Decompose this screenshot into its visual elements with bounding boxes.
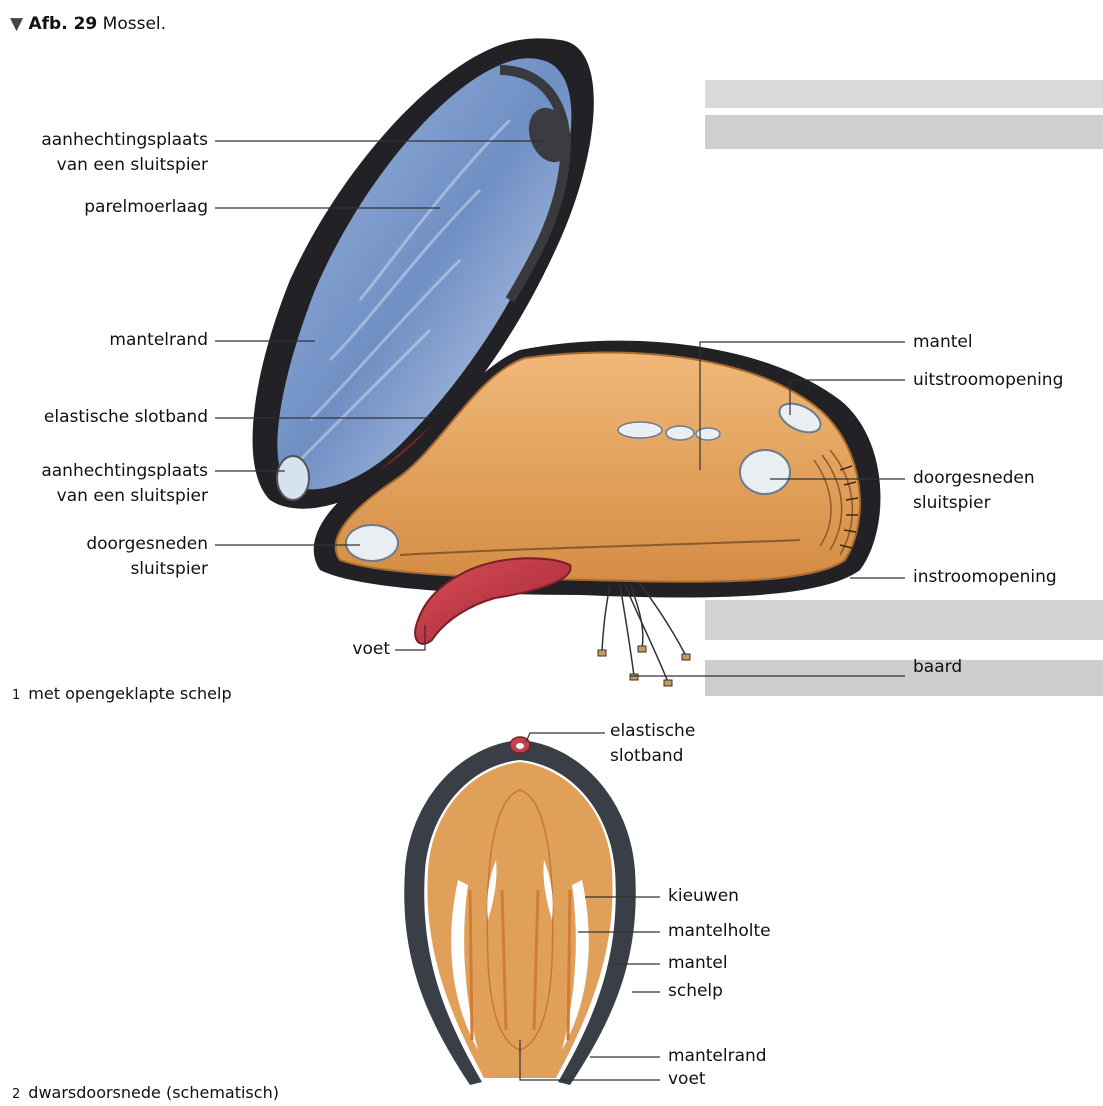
label-parelmoerlaag: parelmoerlaag <box>84 195 208 220</box>
label-doorgesneden-sluitspier-right: doorgesneden sluitspier <box>913 466 1035 516</box>
label-mantelrand-2: mantelrand <box>668 1044 767 1069</box>
lower-muscle-scar <box>277 456 309 500</box>
label-kieuwen: kieuwen <box>668 884 739 909</box>
label-elastische-slotband-2: elastische slotband <box>610 719 695 769</box>
open-mussel <box>253 38 881 686</box>
label-aanhechtingsplaats-top: aanhechtingsplaats van een sluitspier <box>41 128 208 178</box>
figure-title-text: Mossel. <box>103 14 166 34</box>
label-uitstroomopening: uitstroomopening <box>913 368 1063 393</box>
figure-title: ▼ Afb. 29 Mossel. <box>10 14 166 34</box>
label-baard: baard <box>913 655 962 680</box>
cut-muscle-left <box>346 525 398 561</box>
label-mantel-2: mantel <box>668 951 728 976</box>
label-voet: voet <box>352 637 390 662</box>
label-aanhechtingsplaats-bottom: aanhechtingsplaats van een sluitspier <box>41 459 208 509</box>
label-mantelrand: mantelrand <box>109 328 208 353</box>
byssus-threads <box>602 584 686 682</box>
cut-muscle-right <box>740 450 790 494</box>
label-voet-2: voet <box>668 1067 706 1092</box>
label-schelp: schelp <box>668 979 723 1004</box>
cross-section <box>404 737 635 1085</box>
label-mantelholte: mantelholte <box>668 919 771 944</box>
label-doorgesneden-sluitspier-left: doorgesneden sluitspier <box>86 532 208 582</box>
triangle-marker-icon: ▼ <box>10 14 23 34</box>
figure-number: Afb. 29 <box>28 14 97 34</box>
label-elastische-slotband: elastische slotband <box>44 405 208 430</box>
label-instroomopening: instroomopening <box>913 565 1057 590</box>
label-mantel: mantel <box>913 330 973 355</box>
